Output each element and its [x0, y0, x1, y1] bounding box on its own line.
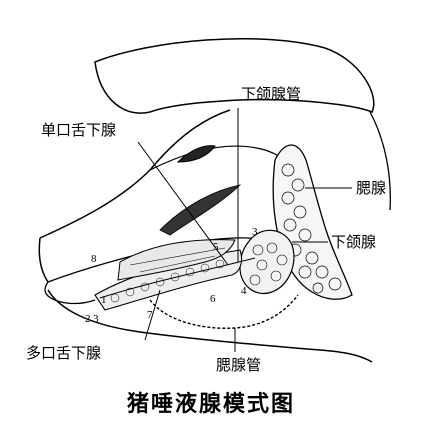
diagram-caption: 猪唾液腺模式图	[127, 391, 295, 417]
marker-6: 6	[210, 293, 216, 305]
parotid-duct-line	[149, 294, 299, 329]
cheek-ridge	[159, 184, 242, 236]
leader-lines	[137, 108, 352, 352]
marker-1: 1	[101, 294, 107, 306]
marker-7: 7	[147, 309, 153, 321]
label-monostomatic-sublingual: 单口舌下腺	[41, 121, 116, 139]
label-parotid-duct: 腮腺管	[216, 356, 261, 374]
label-parotid-gland: 腮腺	[356, 179, 386, 197]
marker-4: 4	[241, 285, 247, 297]
label-submandibular-duct: 下颌腺管	[241, 85, 301, 103]
submandibular-duct-line	[99, 257, 256, 299]
submandibular-gland-shape	[239, 229, 295, 294]
marker-5: 5	[213, 241, 219, 253]
eye-shape	[176, 145, 216, 163]
chin-outline	[44, 281, 96, 305]
monostomatic-sublingual-gland-shape	[117, 239, 236, 281]
lower-jaw-outline	[47, 289, 373, 363]
marker-8: 8	[91, 253, 97, 265]
head-back-outline	[369, 111, 391, 211]
marker-3-lower: 3	[93, 313, 99, 325]
label-polystomatic-sublingual: 多口舌下腺	[26, 344, 101, 362]
marker-3-upper: 3	[252, 226, 258, 238]
label-submandibular-gland: 下颌腺	[331, 233, 376, 251]
marker-2: 2	[85, 313, 91, 325]
snout-outline	[38, 109, 231, 283]
head-upper-outline	[94, 37, 375, 114]
